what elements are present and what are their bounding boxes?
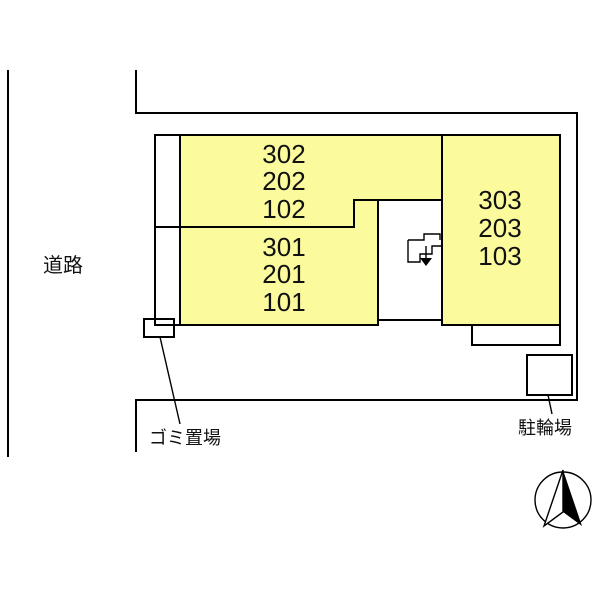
unit-301: 301	[262, 232, 305, 262]
bicycle-parking-label: 駐輪場	[518, 418, 572, 439]
unit-201: 201	[262, 259, 305, 289]
north-arrow-icon	[534, 469, 592, 529]
unit-103: 103	[478, 241, 521, 271]
unit-303: 303	[478, 185, 521, 215]
unit-203: 203	[478, 213, 521, 243]
building-a-upper	[179, 134, 443, 228]
unit-102: 102	[262, 194, 305, 224]
bicycle-leader-line	[547, 394, 553, 415]
unit-202: 202	[262, 166, 305, 196]
stairs-down-icon	[407, 233, 444, 266]
building-b	[441, 134, 561, 326]
garbage-leader-line	[159, 336, 181, 425]
stair-core	[377, 199, 443, 321]
unit-101: 101	[262, 287, 305, 317]
garbage-area-label: ゴミ置場	[149, 428, 221, 449]
left-strip-lower	[154, 226, 181, 326]
building-b-annex	[471, 324, 561, 346]
garbage-area	[143, 318, 175, 338]
bicycle-parking	[526, 354, 573, 396]
unit-302: 302	[262, 139, 305, 169]
road-label: 道路	[43, 253, 83, 277]
site-boundary	[135, 70, 578, 452]
left-strip-upper	[154, 134, 181, 228]
